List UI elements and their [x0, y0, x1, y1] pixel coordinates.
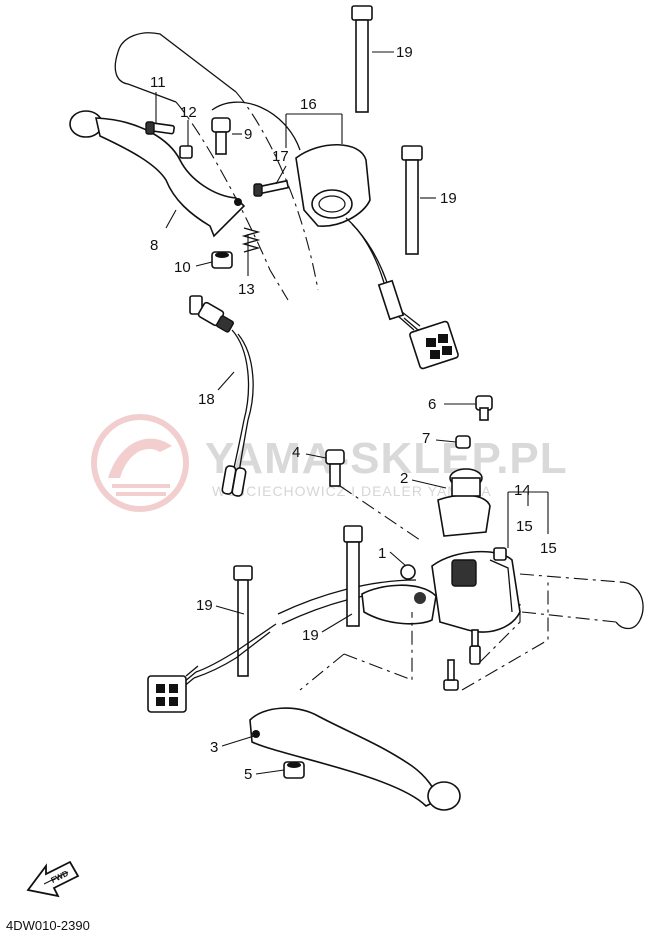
watermark-logo [91, 414, 189, 512]
fwd-arrow-icon: FWD [26, 860, 80, 898]
callout-13: 13 [238, 281, 255, 298]
clutch-lever [69, 110, 246, 238]
connector-lower [147, 623, 277, 713]
callout-15-b: 15 [540, 540, 557, 557]
clutch-switch [189, 295, 254, 497]
bolt-11 [145, 121, 175, 135]
nut-5 [283, 761, 305, 779]
callout-19-lower-2: 19 [302, 627, 319, 644]
callout-15-a: 15 [516, 518, 533, 535]
handlebar-switch-left [295, 143, 391, 293]
cable-tie-lower-2 [233, 565, 253, 677]
callout-1: 1 [378, 545, 386, 562]
callout-11: 11 [150, 74, 166, 91]
screw-6 [475, 395, 493, 421]
callout-5: 5 [244, 766, 252, 783]
callout-2: 2 [400, 470, 408, 487]
screw-15-lower [443, 659, 459, 691]
nut-12 [179, 145, 193, 159]
callout-14: 14 [514, 482, 531, 499]
handlebar-switch-right [431, 547, 521, 633]
callout-17: 17 [272, 148, 289, 165]
throttle-cable [277, 579, 417, 615]
spring-13 [241, 227, 261, 253]
screw-17 [253, 179, 290, 197]
nut-10 [211, 251, 233, 269]
callout-8: 8 [150, 237, 158, 254]
callout-7: 7 [422, 430, 430, 447]
callout-19-lower-1: 19 [196, 597, 213, 614]
assembly-guides [299, 485, 549, 691]
handlebar-grip-upper [114, 32, 319, 301]
nut-7 [455, 435, 471, 449]
cable-tie-upper-1 [351, 5, 373, 113]
callout-19-upper-2: 19 [440, 190, 457, 207]
lever-bracket [361, 564, 437, 625]
callout-18: 18 [198, 391, 215, 408]
screw-15-upper [469, 629, 481, 665]
callout-labels: 11 12 9 16 17 19 19 8 10 13 18 6 7 4 2 1… [150, 44, 557, 783]
cable-tie-lower-1 [343, 525, 363, 627]
callout-12: 12 [180, 104, 197, 121]
callout-4: 4 [292, 444, 300, 461]
callout-3: 3 [210, 739, 218, 756]
cable-tie-upper-2 [401, 145, 423, 255]
leader-lines [155, 51, 549, 775]
callout-10: 10 [174, 259, 191, 276]
bolt-4 [325, 449, 345, 487]
callout-9: 9 [244, 126, 252, 143]
connector-upper [377, 279, 459, 370]
handlebar-grip-lower [519, 573, 644, 630]
bolt-9 [211, 117, 231, 155]
callout-19-upper-1: 19 [396, 44, 413, 61]
brake-lever [249, 707, 461, 811]
callout-6: 6 [428, 396, 436, 413]
clamp-2 [437, 468, 491, 537]
watermark-title: YAMA-SKLEP.PL [205, 434, 568, 483]
callout-16: 16 [300, 96, 317, 113]
watermark-subtitle: WOJCIECHOWICZ I DEALER YAMAHA [212, 483, 492, 499]
diagram-code: 4DW010-2390 [6, 918, 90, 933]
